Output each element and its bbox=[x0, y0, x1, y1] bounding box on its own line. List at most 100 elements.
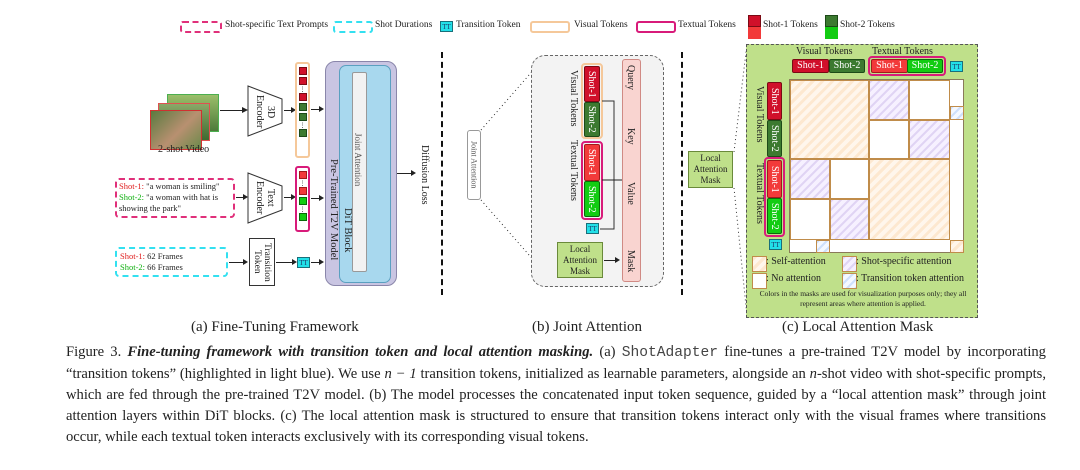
transition-token-icon: TT bbox=[769, 239, 782, 250]
visual-token-column: ⋮ ⋮ bbox=[295, 62, 310, 158]
mask-label: Mask bbox=[625, 250, 636, 273]
arrowhead bbox=[292, 259, 297, 265]
caption-text: fine-tunes a pre-trained T2V model by in… bbox=[66, 344, 1046, 382]
shot1-visual-to-text-block bbox=[869, 80, 909, 120]
arrowhead bbox=[615, 257, 620, 263]
transition-self-attention-block bbox=[950, 240, 964, 253]
encoder-3d-label: 3D Encoder bbox=[254, 95, 276, 129]
shot2-label: Shot-2: bbox=[119, 192, 145, 202]
shot1-text-token bbox=[298, 171, 307, 179]
visual-token-box-icon bbox=[530, 21, 570, 33]
arrow bbox=[220, 110, 244, 111]
transition-token-icon: TT bbox=[297, 257, 310, 268]
transition-attention-block bbox=[950, 106, 964, 120]
ellipsis: ⋮ bbox=[299, 207, 306, 213]
attention-mask-grid bbox=[789, 79, 964, 253]
shot1-text-token bbox=[298, 187, 307, 195]
legend-label: Transition Token bbox=[456, 20, 521, 30]
panel-divider bbox=[681, 52, 683, 295]
part-a-prefix: (a) bbox=[599, 344, 616, 360]
no-attention-block bbox=[790, 199, 830, 240]
text-encoder-label: Text Encoder bbox=[254, 181, 276, 215]
shot2-text-token bbox=[298, 213, 307, 221]
video-label: 2-shot Video bbox=[158, 144, 210, 155]
visual-tokens-header: Visual Tokens bbox=[754, 86, 765, 143]
no-attention-block bbox=[869, 120, 909, 159]
no-attention-block bbox=[909, 80, 950, 120]
shot-duration-box: Shot-1: 62 Frames Shot-2: 66 Frames bbox=[115, 247, 228, 277]
arrow bbox=[311, 109, 321, 110]
shot2-visual-to-text-block bbox=[909, 120, 950, 159]
arrowhead bbox=[242, 107, 248, 113]
dit-label: DiT Block bbox=[342, 207, 353, 253]
arrowhead bbox=[291, 194, 296, 200]
video-frame-front bbox=[150, 110, 202, 150]
arrowhead bbox=[319, 106, 324, 112]
shot1-visual-chip: Shot-1 bbox=[792, 59, 829, 73]
text-prompt-box: Shot-1: "a woman is smiling" Shot-2: "a … bbox=[115, 178, 235, 218]
visual-tokens-label: Visual Tokens bbox=[568, 70, 579, 127]
encoder-3d-shape bbox=[247, 85, 283, 137]
transition-attention-block bbox=[816, 240, 830, 253]
ellipsis: ⋮ bbox=[299, 181, 306, 187]
key-label: Key bbox=[625, 128, 636, 145]
arrowhead bbox=[411, 170, 416, 176]
joint-attention-label: Joint Attention bbox=[469, 141, 479, 189]
no-attention-swatch-icon bbox=[752, 273, 767, 289]
textual-token-box-icon bbox=[636, 21, 676, 33]
arrow bbox=[284, 197, 294, 198]
arrow bbox=[311, 262, 321, 263]
figure-label: Figure 3. bbox=[66, 344, 122, 360]
legend-label: Shot-2 Tokens bbox=[840, 20, 895, 30]
arrow bbox=[236, 197, 246, 198]
arrowhead bbox=[291, 107, 296, 113]
qkvm-bar bbox=[622, 59, 641, 282]
subcaption-b: (b) Joint Attention bbox=[532, 319, 642, 335]
prompt-text: "a woman with hat is showing the park" bbox=[119, 192, 219, 213]
shot2-visual-chip: Shot-2 bbox=[584, 102, 600, 137]
shot1-visual-chip: Shot-1 bbox=[584, 66, 600, 102]
transition-token-label: Transition Token bbox=[252, 242, 272, 282]
subcaption-c: (c) Local Attention Mask bbox=[782, 319, 934, 335]
local-attention-mask-node: Local Attention Mask bbox=[688, 151, 733, 188]
joint-attention-node: Joint Attention bbox=[467, 130, 481, 200]
legend-label: Textual Tokens bbox=[678, 20, 736, 30]
self-attention-visual-block bbox=[790, 80, 869, 159]
mask-legend-label: : Self-attention bbox=[766, 256, 826, 267]
joint-attention-label: Joint Attention bbox=[353, 133, 363, 187]
shot1-visual-token bbox=[298, 77, 307, 85]
transition-token-icon: TT bbox=[950, 61, 963, 72]
mask-legend-label: : Transition token attention bbox=[856, 273, 965, 284]
shot1-token-icon bbox=[748, 15, 761, 39]
textual-token-group bbox=[868, 56, 946, 76]
mask-note: Colors in the masks are used for visuali… bbox=[759, 289, 967, 308]
cyan-dashed-box-icon bbox=[333, 21, 373, 33]
visual-tokens-header: Visual Tokens bbox=[796, 46, 853, 57]
math-expression: n − 1 bbox=[384, 366, 417, 382]
duration-text: 62 Frames bbox=[147, 251, 183, 261]
shot-specific-swatch-icon bbox=[842, 256, 857, 272]
diffusion-loss-label: Diffusion Loss bbox=[419, 145, 430, 205]
figure-title: Fine-tuning framework with transition to… bbox=[127, 344, 594, 360]
arrowhead bbox=[243, 259, 248, 265]
joint-attention-layer bbox=[352, 72, 367, 272]
arrow bbox=[397, 173, 414, 174]
mask-legend-label: : Shot-specific attention bbox=[856, 256, 952, 267]
shot1-text-chip: Shot-1 bbox=[584, 144, 600, 181]
arrow bbox=[276, 262, 294, 263]
caption-text: transition tokens, initialized as learna… bbox=[420, 366, 806, 382]
arrow bbox=[284, 110, 294, 111]
textual-token-column: ⋮ ⋮ bbox=[295, 166, 310, 232]
textual-tokens-header: Textual Tokens bbox=[872, 46, 933, 57]
panel-divider bbox=[441, 52, 443, 295]
text-encoder-shape bbox=[247, 172, 283, 224]
textual-tokens-label: Textual Tokens bbox=[568, 140, 579, 201]
transition-token-block: Transition Token bbox=[249, 238, 275, 286]
pink-dashed-box-icon bbox=[180, 21, 222, 33]
shot2-text-to-visual-block bbox=[830, 199, 869, 240]
transition-swatch-icon bbox=[842, 273, 857, 289]
arrow bbox=[229, 262, 246, 263]
self-attention-text-block bbox=[869, 159, 950, 240]
shot1-text-to-visual-block bbox=[790, 159, 830, 199]
shot2-text-chip: Shot-2 bbox=[907, 59, 943, 73]
